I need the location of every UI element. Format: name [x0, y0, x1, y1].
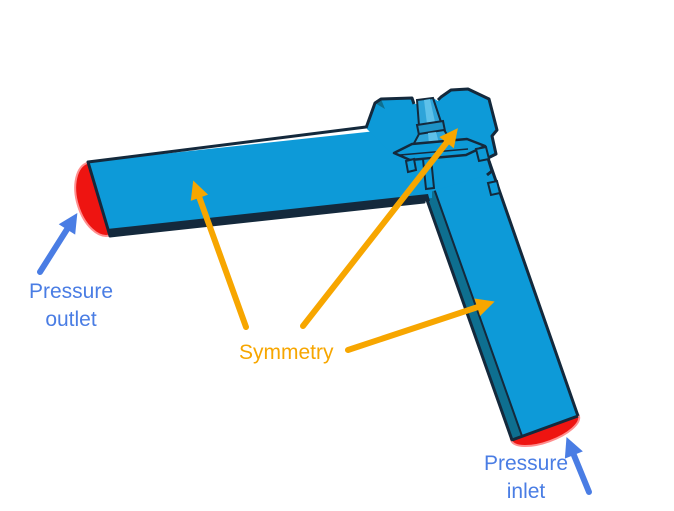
- symmetry-arrow-to-valve-icon: [300, 128, 458, 329]
- pressure-outlet-label: Pressure outlet: [5, 278, 137, 334]
- inlet-pipe: [414, 159, 580, 442]
- symmetry-label: Symmetry: [239, 341, 334, 364]
- pressure-inlet-arrow-icon: [564, 437, 592, 495]
- outlet-pipe: [86, 125, 432, 238]
- valve-tab-left: [404, 157, 418, 174]
- outlet-pipe-bottom-wall: [107, 194, 430, 236]
- symmetry-arrow-to-inlet-pipe-icon: [345, 298, 495, 353]
- pressure-outlet-label-line2: outlet: [45, 308, 97, 331]
- pressure-inlet-label: Pressure inlet: [462, 450, 590, 506]
- pressure-outlet-arrow-icon: [37, 212, 78, 275]
- inlet-pipe-nub: [486, 179, 502, 197]
- pressure-outlet-label-line1: Pressure: [28, 280, 114, 303]
- valve-body: [364, 87, 499, 192]
- symmetry-arrow-to-outlet-pipe-icon: [190, 180, 249, 330]
- pressure-inlet-label-line1: Pressure: [483, 452, 569, 475]
- pressure-inlet-label-line2: inlet: [506, 480, 546, 503]
- valve-tab-right: [474, 145, 491, 163]
